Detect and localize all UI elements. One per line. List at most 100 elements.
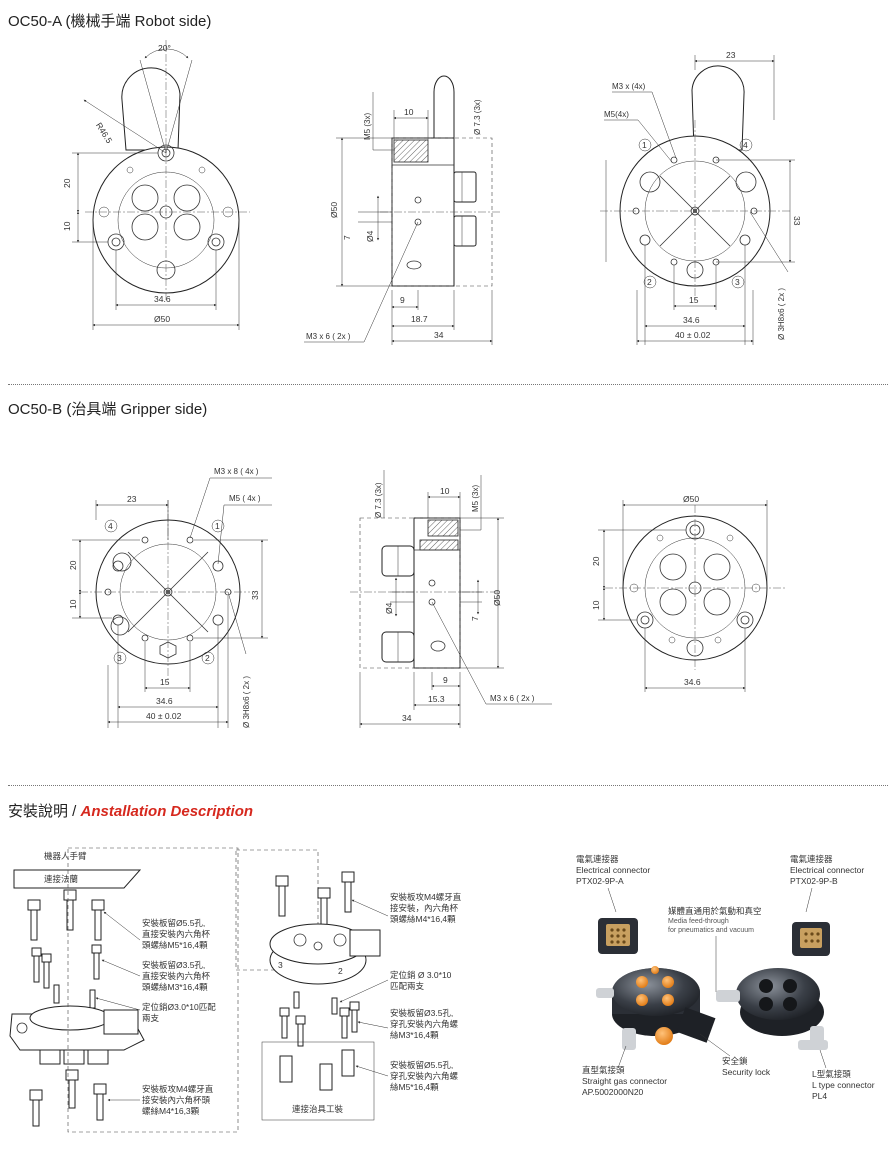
b-side-phi73: Ø 7.3 (3x) — [374, 482, 383, 518]
im-mark-2: 2 — [338, 966, 343, 976]
ir-straight-cn: 直型氣接頭 — [582, 1065, 625, 1075]
im-note4-l2: 穿孔安裝內六角螺 — [390, 1071, 459, 1081]
ir-ltype-cn: L型氣接頭 — [812, 1069, 851, 1079]
a-side-phi50: Ø50 — [329, 202, 339, 218]
a-back-m3x4: M3 x (4x) — [612, 82, 646, 91]
b-front-phi3h8: Ø 3H8x6 ( 2x ) — [242, 676, 251, 728]
a-dim-20: 20 — [62, 178, 72, 188]
a-side-34: 34 — [434, 330, 444, 340]
a-dim-10: 10 — [62, 221, 72, 231]
im-note1-l3: 頭螺絲M4*16,4顆 — [390, 914, 456, 924]
il-screws-m4 — [29, 1069, 107, 1127]
ir-straight-en: Straight gas connector — [582, 1076, 667, 1086]
ir-straight-code: AP.5002000N20 — [582, 1087, 644, 1097]
divider-2 — [8, 785, 888, 786]
a-back-view: 1 4 2 3 23 M3 x (4x) M5(4x) 33 15 34.6 4… — [600, 50, 802, 345]
b-front-m5x4: M5 ( 4x ) — [229, 494, 261, 503]
b-back-view: Ø50 20 10 34.6 — [591, 494, 785, 692]
a-back-phi3h8: Ø 3H8x6 ( 2x ) — [777, 288, 786, 340]
b-front-20: 20 — [68, 560, 78, 570]
il-note4-l3: 螺絲M4*16,3顆 — [142, 1106, 200, 1116]
ir-ltype-en: L type connector — [812, 1080, 875, 1090]
im-note3-l1: 安裝板留Ø3.5孔, — [390, 1008, 453, 1018]
im-fixture: 連接治具工裝 — [292, 1104, 344, 1114]
b-front-view: 4 1 3 2 M3 x 8 ( 4x ) M5 ( 4x ) 23 20 10… — [68, 467, 272, 728]
b-front-23: 23 — [127, 494, 137, 504]
a-dim-angle: 20° — [158, 43, 171, 53]
il-note4-l2: 接安裝內六角杯頭 — [142, 1095, 211, 1105]
ir-ltype-code: PL4 — [812, 1091, 827, 1101]
il-note1-l1: 安裝板留Ø5.5孔, — [142, 918, 205, 928]
a-back-346: 34.6 — [683, 315, 700, 325]
ir-elec-a-code: PTX02-9P-A — [576, 876, 624, 886]
a-dim-phi50: Ø50 — [154, 314, 170, 324]
b-back-346: 34.6 — [684, 677, 701, 687]
a-back-n2: 2 — [647, 277, 652, 287]
il-flange: 連接法蘭 — [44, 874, 78, 884]
b-side-m3x6: M3 x 6 ( 2x ) — [490, 694, 535, 703]
im-mark-3: 3 — [278, 960, 283, 970]
a-dim-346: 34.6 — [154, 294, 171, 304]
b-front-n1: 1 — [215, 521, 220, 531]
il-note4-l1: 安裝板攻M4螺牙直 — [142, 1084, 214, 1094]
b-back-phi50: Ø50 — [683, 494, 699, 504]
il-frame — [67, 847, 239, 1133]
install-mid: 3 2 連接治具工裝 安裝板攻M4螺牙直 接安裝，內六角杯 頭螺絲M4*16,4… — [235, 849, 462, 1121]
im-screws-m5 — [279, 1049, 355, 1091]
ir-media-cn: 媒體直通用於氣動和真空 — [668, 906, 762, 916]
a-side-phi4: Ø4 — [365, 230, 375, 242]
b-side-153: 15.3 — [428, 694, 445, 704]
b-front-10: 10 — [68, 599, 78, 609]
il-note3-l2: 兩支 — [142, 1013, 160, 1023]
install-left: 機器人手臂 連接法蘭 安裝板留Ø5. — [9, 847, 239, 1133]
a-side-view: 10 M5 (3x) Ø 7.3 (3x) Ø50 7 Ø4 9 18.7 34… — [304, 75, 500, 345]
b-side-7: 7 — [470, 616, 480, 621]
a-back-n1: 1 — [642, 140, 647, 150]
b-side-9: 9 — [443, 675, 448, 685]
im-note2-l1: 定位銷 Ø 3.0*10 — [390, 970, 452, 980]
a-side-m3x6: M3 x 6 ( 2x ) — [306, 332, 351, 341]
a-side-dim-10: 10 — [404, 107, 414, 117]
il-note2-l1: 安裝板留Ø3.5孔, — [142, 960, 205, 970]
il-flange-plate — [13, 869, 142, 889]
im-screws-m4 — [275, 871, 355, 929]
ir-elec-a-cn: 電氣連接器 — [576, 854, 619, 864]
a-side-187: 18.7 — [411, 314, 428, 324]
b-side-34: 34 — [402, 713, 412, 723]
ir-coupler-b — [716, 968, 828, 1050]
b-front-m3x8: M3 x 8 ( 4x ) — [214, 467, 259, 476]
il-note3-l1: 定位銷Ø3.0*10匹配 — [142, 1002, 216, 1012]
im-note1-l1: 安裝板攻M4螺牙直 — [390, 892, 462, 902]
a-back-n3: 3 — [735, 277, 740, 287]
im-note1-l2: 接安裝，內六角杯 — [390, 903, 459, 913]
install-title: 安裝說明 / Anstallation Description — [8, 800, 253, 821]
b-side-m5: M5 (3x) — [471, 485, 480, 512]
ir-coupler-a — [596, 966, 716, 1050]
a-side-phi73: Ø 7.3 (3x) — [473, 99, 482, 135]
il-note2-l3: 頭螺絲M3*16,4顆 — [142, 982, 208, 992]
a-back-m5x4: M5(4x) — [604, 110, 629, 119]
im-pins — [293, 991, 338, 1015]
il-note1-l2: 直接安裝內六角杯 — [142, 929, 211, 939]
a-dim-radius: R46.5 — [94, 121, 115, 146]
a-side-m5: M5 (3x) — [363, 113, 372, 140]
a-back-40: 40 ± 0.02 — [675, 330, 711, 340]
il-note1-l3: 頭螺絲M5*16,4顆 — [142, 940, 208, 950]
b-side-view: 10 Ø 7.3 (3x) M5 (3x) Ø4 7 Ø50 9 15.3 34… — [350, 470, 552, 728]
il-coupler-body — [9, 1005, 145, 1065]
ir-connector-a — [598, 918, 638, 954]
install-right: 電氣連接器 Electrical connector PTX02-9P-A 電氣… — [576, 854, 875, 1101]
a-side-9: 9 — [400, 295, 405, 305]
ir-media-en2: for pneumatics and vacuum — [668, 927, 754, 934]
im-fixture-box — [261, 1041, 375, 1121]
im-note4-l1: 安裝板留Ø5.5孔, — [390, 1060, 453, 1070]
install-title-en: Anstallation Description — [80, 803, 254, 820]
ir-elec-b-cn: 電氣連接器 — [790, 854, 833, 864]
a-back-n4: 4 — [743, 140, 748, 150]
a-back-15: 15 — [689, 295, 699, 305]
il-screws-m5 — [27, 889, 105, 941]
ir-lock-en: Security lock — [722, 1067, 771, 1077]
b-front-n2: 2 — [205, 653, 210, 663]
b-front-33: 33 — [250, 590, 260, 600]
b-back-20: 20 — [591, 556, 601, 566]
